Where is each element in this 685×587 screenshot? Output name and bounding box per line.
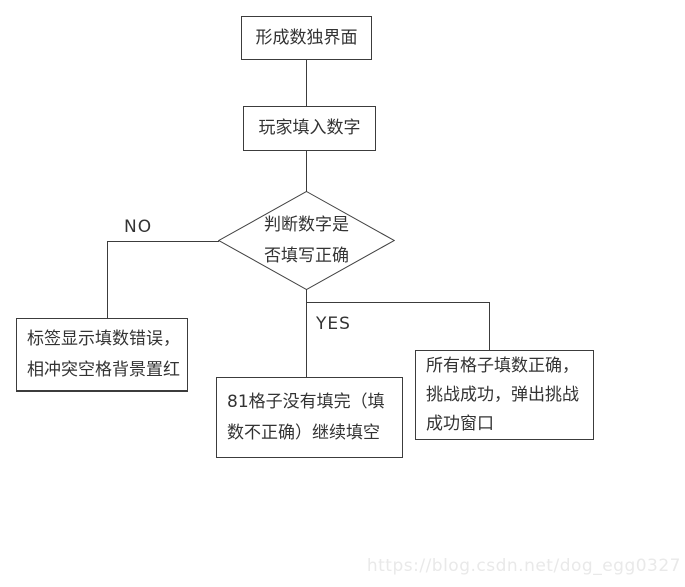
node-start: 形成数独界面 <box>241 16 372 60</box>
connector-no-vertical <box>107 241 108 318</box>
node-start-label: 形成数独界面 <box>255 27 358 48</box>
branch-label-no: NO <box>124 217 153 237</box>
branch-label-yes: YES <box>316 314 351 334</box>
connector-yes-vertical <box>306 289 307 377</box>
connector-success-horizontal <box>306 302 490 303</box>
node-continue: 81格子没有填完（填 数不正确）继续填空 <box>216 377 403 458</box>
connector-input-to-decision <box>306 150 307 192</box>
connector-success-vertical <box>489 302 490 350</box>
node-decision-label: 判断数字是 否填写正确 <box>264 214 349 266</box>
connector-start-to-input <box>306 59 307 107</box>
node-decision: 判断数字是 否填写正确 <box>218 191 395 290</box>
node-error-label: 标签显示填数错误， 相冲突空格背景置红 <box>27 328 180 380</box>
node-success-label: 所有格子填数正确， 挑战成功，弹出挑战 成功窗口 <box>426 355 579 434</box>
watermark: https://blog.csdn.net/dog_egg0327 <box>366 556 681 576</box>
connector-no-horizontal <box>107 241 219 242</box>
node-continue-label: 81格子没有填完（填 数不正确）继续填空 <box>227 391 385 443</box>
node-player-input-label: 玩家填入数字 <box>258 118 361 138</box>
node-success: 所有格子填数正确， 挑战成功，弹出挑战 成功窗口 <box>415 350 594 440</box>
decision-diamond-shape <box>218 191 395 290</box>
node-player-input: 玩家填入数字 <box>243 106 376 151</box>
node-error: 标签显示填数错误， 相冲突空格背景置红 <box>16 318 188 392</box>
